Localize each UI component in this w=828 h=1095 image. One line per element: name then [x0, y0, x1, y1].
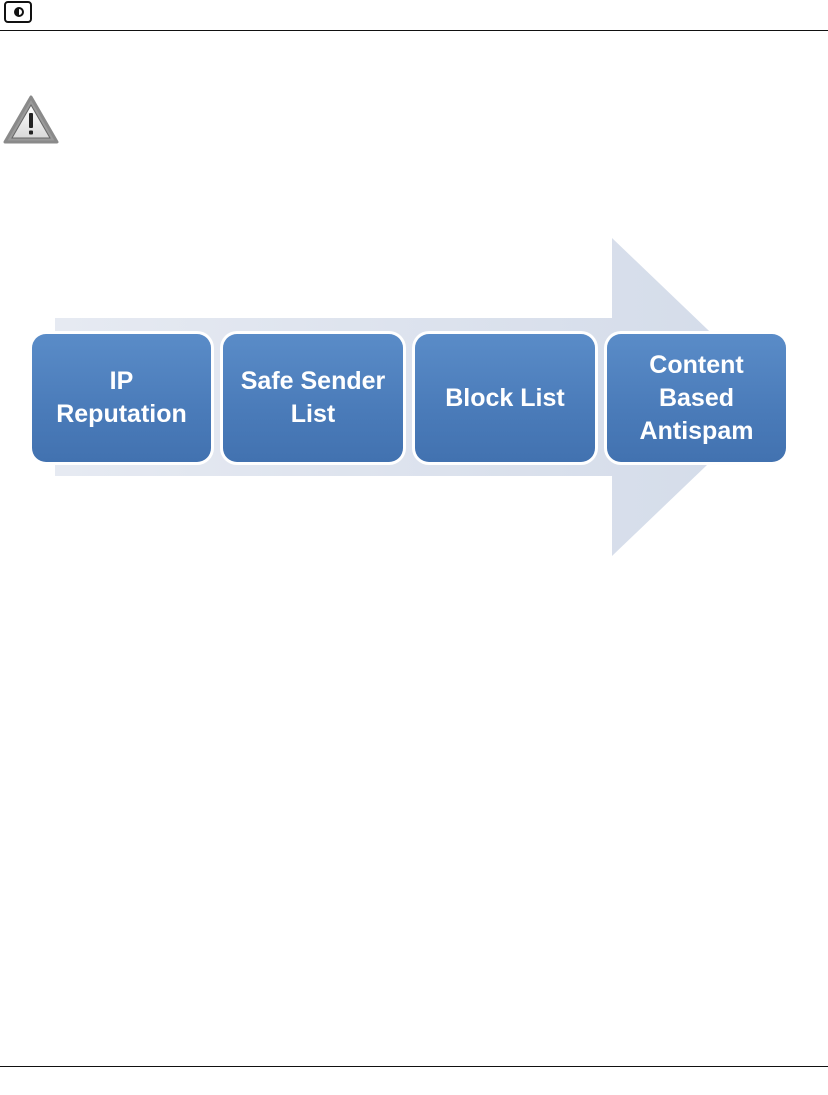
- step-ip-reputation: IP Reputation: [32, 334, 211, 462]
- logo-icon: [4, 1, 32, 23]
- step-safe-sender-list: Safe Sender List: [223, 334, 403, 462]
- step-content-based-antispam: Content Based Antispam: [607, 334, 786, 462]
- step-block-list: Block List: [415, 334, 595, 462]
- footer-rule: [0, 1066, 828, 1067]
- header-rule: [0, 30, 828, 31]
- logo-eye-dot: [14, 7, 24, 17]
- spam-filter-process-diagram: IP Reputation Safe Sender List Block Lis…: [0, 230, 828, 565]
- warning-icon: [2, 94, 60, 146]
